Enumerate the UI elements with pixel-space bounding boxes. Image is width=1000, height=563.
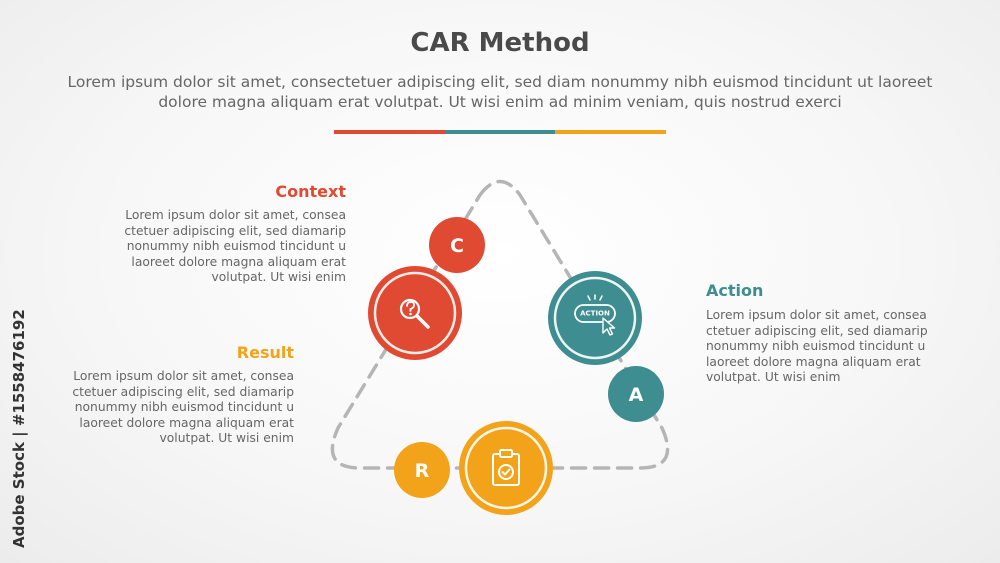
dashed-triangle-path xyxy=(330,179,670,470)
title-divider xyxy=(334,130,667,134)
result-letter-badge: R xyxy=(394,442,450,498)
page-subtitle: Lorem ipsum dolor sit amet, consectetuer… xyxy=(67,73,933,111)
clipboard-check-icon xyxy=(492,449,520,486)
action-letter: A xyxy=(629,384,644,406)
result-title: Result xyxy=(236,343,294,362)
search-question-icon xyxy=(399,298,430,329)
action-description: Lorem ipsum dolor sit amet, consea ctetu… xyxy=(706,308,928,384)
context-letter: C xyxy=(450,235,464,257)
action-node: ACTION xyxy=(548,271,642,365)
page-title: CAR Method xyxy=(410,28,590,58)
result-letter: R xyxy=(415,460,430,482)
context-node xyxy=(368,266,462,360)
divider-segment-result xyxy=(555,130,667,134)
divider-segment-context xyxy=(334,130,445,134)
action-button-cursor-icon: ACTION xyxy=(574,294,616,336)
context-letter-badge: C xyxy=(429,217,485,273)
divider-segment-action xyxy=(444,130,556,134)
action-title: Action xyxy=(706,281,764,300)
action-icon-label: ACTION xyxy=(580,310,610,318)
result-node xyxy=(459,421,553,515)
context-title: Context xyxy=(275,182,346,201)
context-description: Lorem ipsum dolor sit amet, consea ctetu… xyxy=(124,208,346,284)
action-letter-badge: A xyxy=(608,366,664,422)
result-description: Lorem ipsum dolor sit amet, consea ctetu… xyxy=(72,369,294,445)
stock-watermark-side-text: Adobe Stock | #1558476192 xyxy=(10,309,28,548)
